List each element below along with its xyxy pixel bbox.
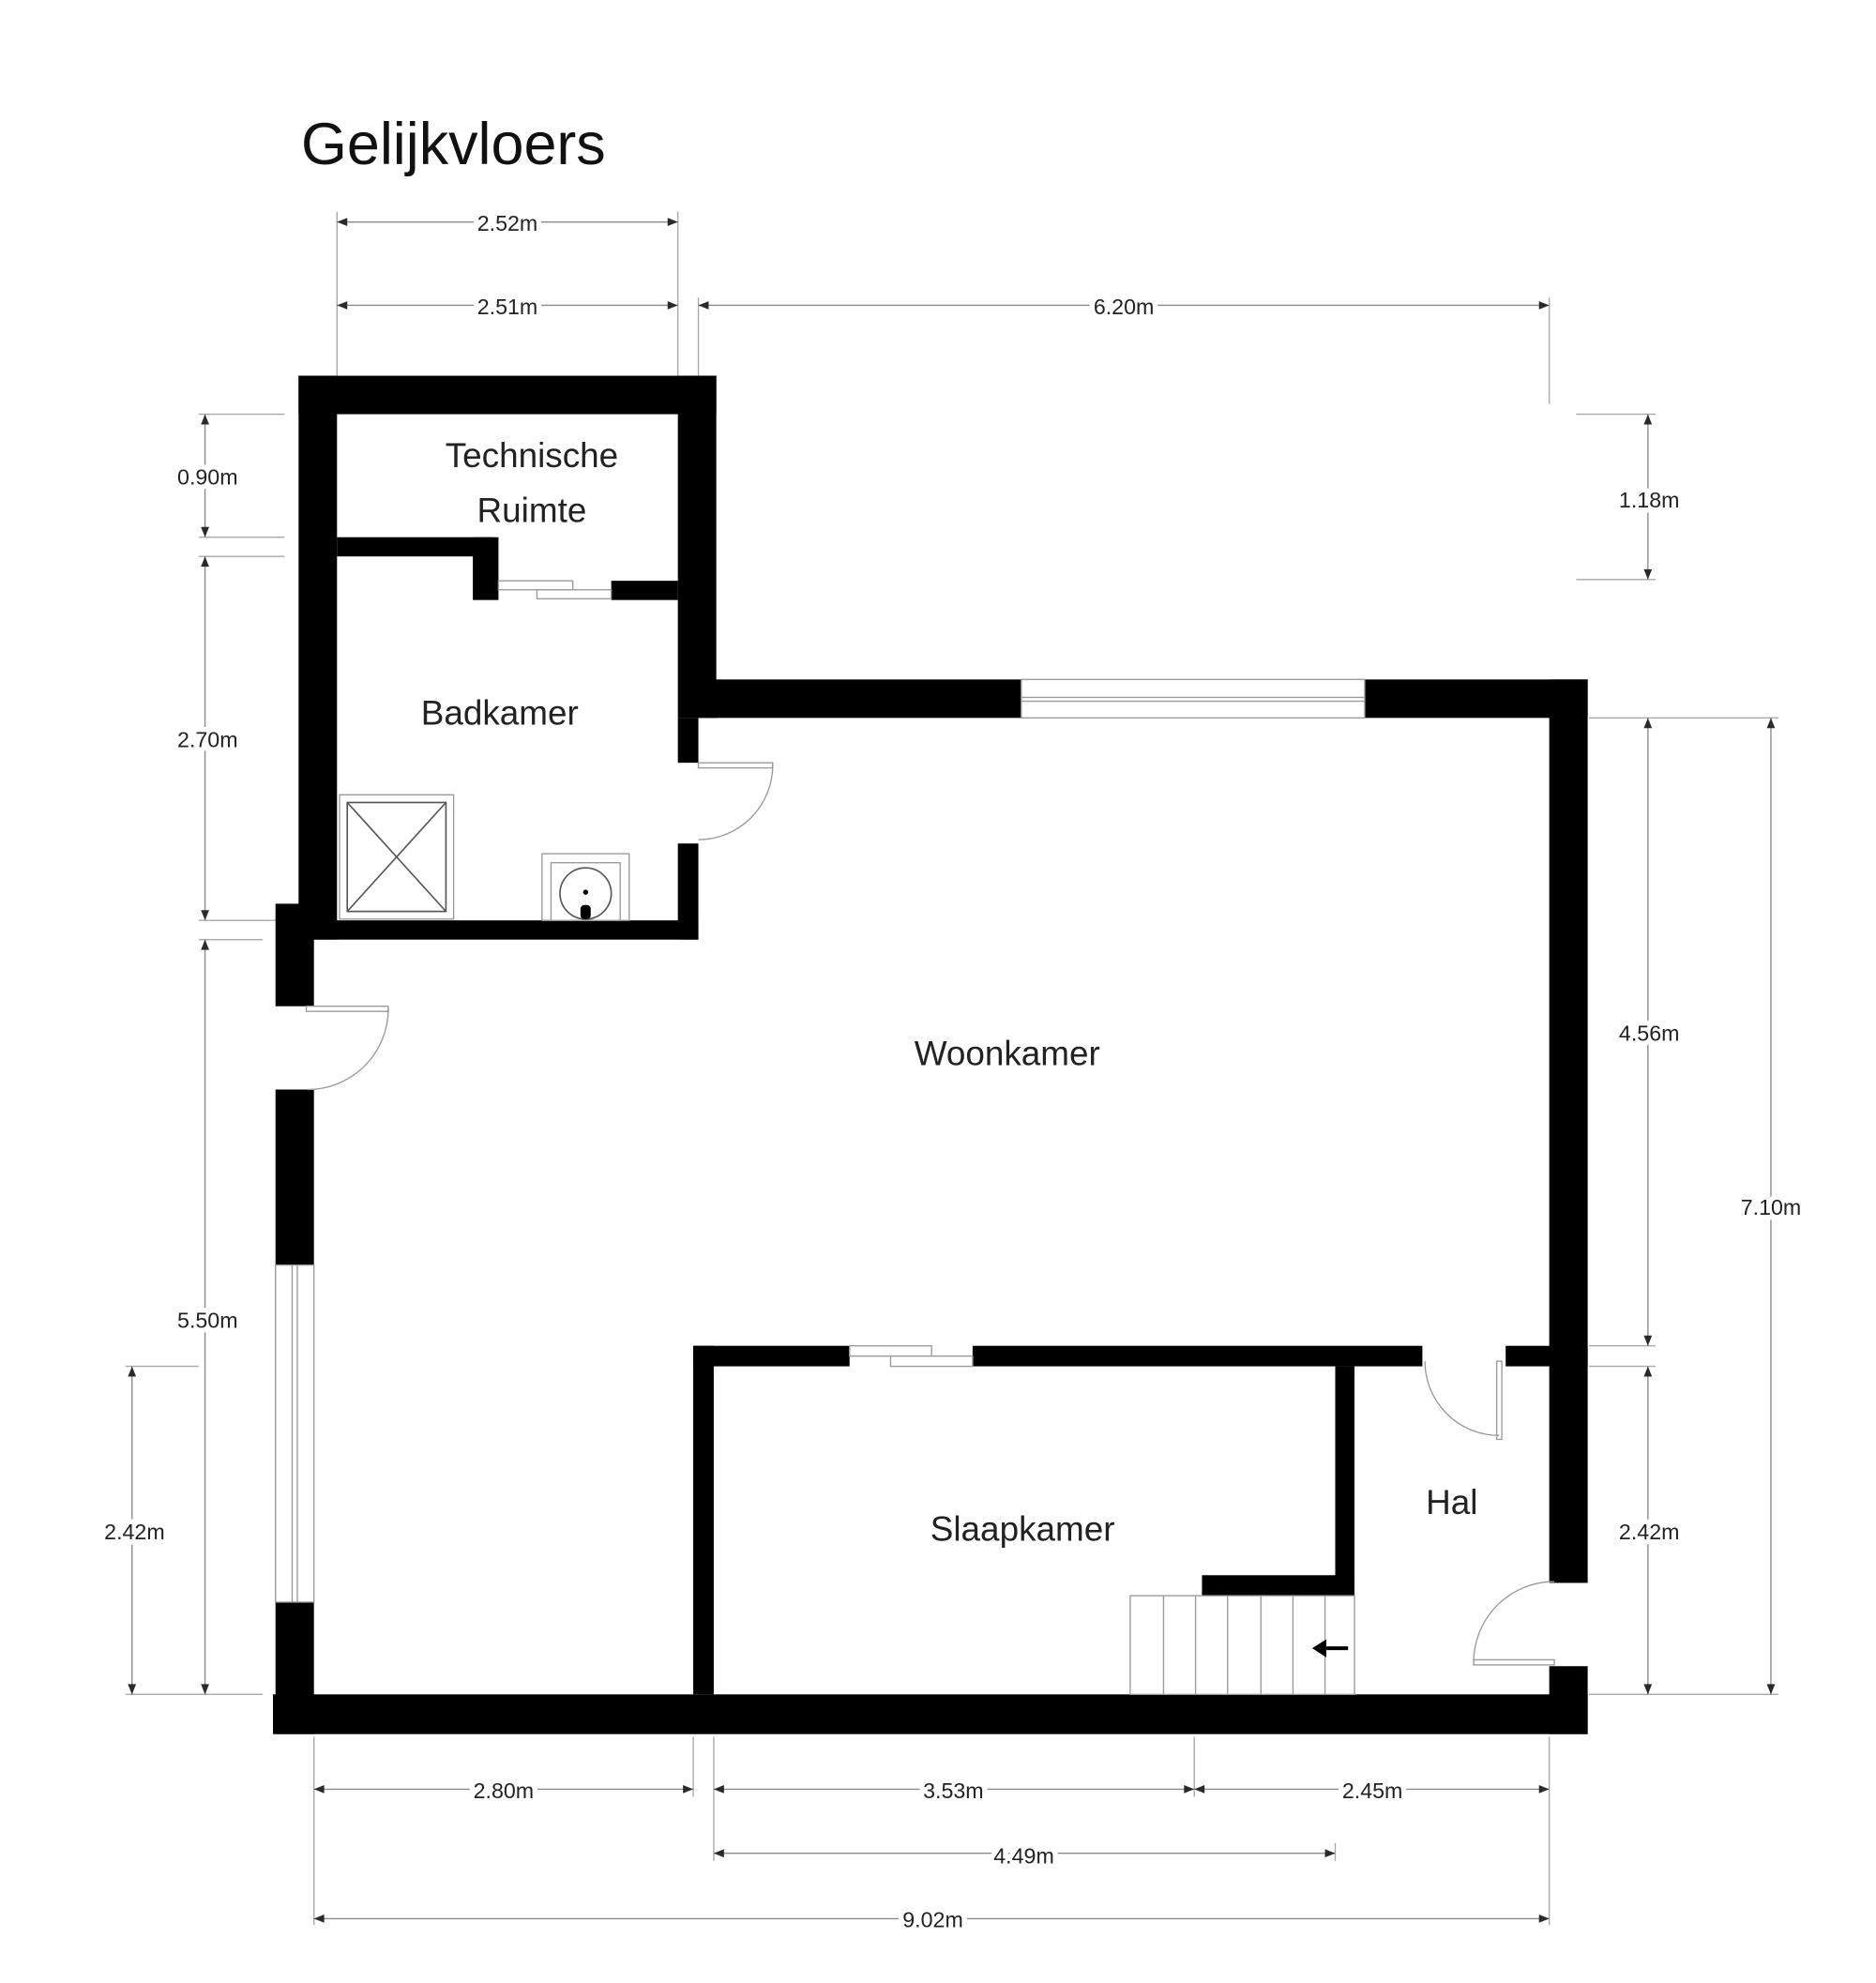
dimension-bottom-left: 2.80m xyxy=(313,1773,694,1808)
dimension-label: 2.70m xyxy=(177,728,238,752)
dimension-label: 3.53m xyxy=(923,1779,984,1803)
wall xyxy=(677,375,717,719)
dimension-label: 2.45m xyxy=(1342,1779,1403,1803)
shower-tray-outer xyxy=(339,794,455,920)
door-front xyxy=(1473,1581,1555,1666)
dimension-label: 2.42m xyxy=(1619,1520,1680,1544)
window-left xyxy=(275,1264,315,1603)
dimension-bottom-total: 9.02m xyxy=(313,1902,1550,1937)
door-swing-arc xyxy=(1424,1361,1500,1437)
room-label-slaapkamer: Slaapkamer xyxy=(930,1510,1115,1549)
dimension-label: 7.10m xyxy=(1741,1195,1802,1219)
sliding-door-slaapkamer xyxy=(849,1345,974,1368)
dimension-label: 2.51m xyxy=(477,295,538,319)
window-top xyxy=(1021,678,1366,719)
wall xyxy=(693,1345,850,1367)
door-entrance-left xyxy=(305,1006,389,1091)
wall xyxy=(1549,679,1588,1583)
wall xyxy=(693,1345,714,1695)
dimension-label: 9.02m xyxy=(902,1908,963,1932)
door-leaf xyxy=(305,1006,389,1012)
dimension-left-tech: 0.90m xyxy=(173,414,243,537)
room-label-badkamer: Badkamer xyxy=(421,693,579,732)
dimension-left-window: 2.42m xyxy=(99,1366,170,1695)
dimension-bottom-right: 2.45m xyxy=(1194,1773,1550,1808)
dimension-label: 2.52m xyxy=(477,211,538,235)
window-frame xyxy=(1021,678,1366,719)
window-frame xyxy=(275,1264,315,1603)
wall xyxy=(275,903,314,1007)
wall xyxy=(275,1601,314,1734)
sliding-door-panel xyxy=(849,1345,932,1357)
door-leaf xyxy=(1473,1658,1555,1666)
room-label-woonkamer: Woonkamer xyxy=(915,1035,1100,1073)
door-leaf xyxy=(1495,1360,1503,1441)
wall xyxy=(611,581,678,600)
door-leaf xyxy=(697,762,774,769)
dimension-right-living: 4.56m xyxy=(1613,718,1685,1346)
dimension-label: 6.20m xyxy=(1094,295,1155,319)
dimension-label: 1.18m xyxy=(1619,488,1680,512)
room-label-technische-ruimte: Ruimte xyxy=(477,492,587,530)
door-hal xyxy=(1424,1360,1503,1441)
room-label-hal: Hal xyxy=(1426,1483,1477,1521)
door-swing-arc xyxy=(698,764,774,840)
shower-icon xyxy=(339,794,455,920)
wall xyxy=(1505,1345,1588,1367)
wall xyxy=(473,537,499,600)
stairs-icon xyxy=(1129,1595,1355,1695)
wall xyxy=(677,718,699,764)
stairs-outline xyxy=(1129,1595,1355,1695)
arrow-left-icon xyxy=(1311,1639,1349,1658)
wall xyxy=(275,1089,314,1265)
dimension-top-outer: 2.52m xyxy=(337,206,678,240)
dimension-bottom-mid: 3.53m xyxy=(713,1773,1195,1808)
shower-tray-inner xyxy=(346,801,447,913)
extension-lines xyxy=(125,211,1779,1926)
sliding-door-panel xyxy=(536,589,613,599)
dimension-right-upper: 1.18m xyxy=(1613,414,1685,580)
dimension-right-hal: 2.42m xyxy=(1613,1366,1685,1695)
wall xyxy=(972,1345,1423,1367)
sliding-door-technische xyxy=(497,580,613,599)
shower-diagonal xyxy=(346,801,447,913)
wall xyxy=(677,843,699,940)
dimension-top-right: 6.20m xyxy=(698,289,1550,324)
door-badkamer xyxy=(697,762,774,840)
dimension-left-living: 5.50m xyxy=(173,939,243,1695)
sliding-door-panel xyxy=(889,1355,974,1368)
toilet-flush xyxy=(580,904,591,919)
dimension-label: 4.49m xyxy=(993,1843,1054,1868)
dimension-bottom-bedroom: 4.49m xyxy=(713,1839,1336,1873)
toilet-icon xyxy=(541,853,630,921)
dimension-label: 4.56m xyxy=(1619,1021,1680,1045)
wall xyxy=(698,679,1021,719)
dimension-label: 0.90m xyxy=(177,465,238,490)
toilet-drain xyxy=(582,889,589,895)
dimension-top-tech: 2.51m xyxy=(337,289,678,324)
dimension-left-bath: 2.70m xyxy=(173,556,243,921)
toilet-inner xyxy=(550,862,621,921)
door-swing-arc xyxy=(1473,1581,1555,1663)
dimension-label: 5.50m xyxy=(177,1308,238,1332)
wall xyxy=(1202,1575,1354,1597)
wall xyxy=(298,920,699,940)
dimension-label: 2.42m xyxy=(104,1520,165,1544)
wall xyxy=(1335,1366,1354,1597)
sliding-door-panel xyxy=(497,580,574,591)
walls xyxy=(272,375,1588,1734)
room-label-technische-ruimte: Technische xyxy=(446,436,618,475)
plan-title: Gelijkvloers xyxy=(301,112,606,177)
arrow-head xyxy=(1311,1639,1326,1658)
dimension-right-total: 7.10m xyxy=(1735,718,1807,1695)
dimension-label: 2.80m xyxy=(474,1779,535,1803)
wall xyxy=(272,1694,1588,1734)
door-swing-arc xyxy=(307,1008,389,1091)
wall xyxy=(337,537,493,557)
wall xyxy=(298,375,717,415)
wall xyxy=(298,375,338,940)
